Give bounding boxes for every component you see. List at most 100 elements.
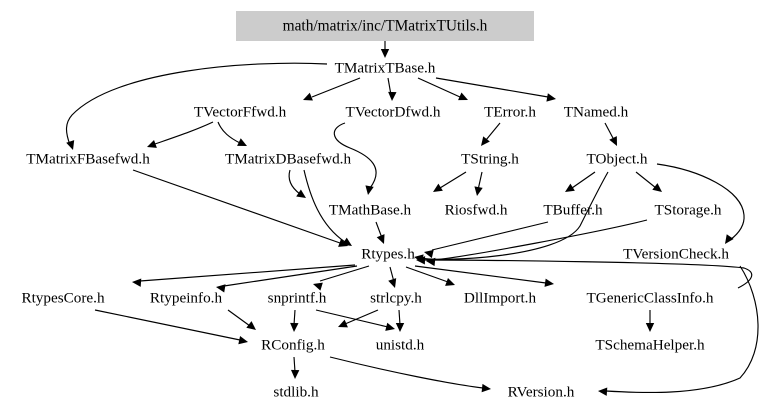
- arrow-head-icon: [380, 49, 390, 58]
- arrow-head-icon: [388, 278, 397, 288]
- arrow-head-icon: [481, 136, 490, 146]
- node-TMatrixTBase[interactable]: TMatrixTBase.h: [335, 59, 436, 76]
- node-label-strlcpy: strlcpy.h: [370, 289, 422, 306]
- node-label-TSchemaHelper: TSchemaHelper.h: [595, 336, 705, 353]
- node-label-stdlib: stdlib.h: [273, 383, 319, 400]
- arrow-head-icon: [376, 234, 385, 244]
- node-RVersion[interactable]: RVersion.h: [508, 383, 575, 400]
- node-label-RConfig: RConfig.h: [261, 336, 325, 353]
- node-Riosfwd[interactable]: Riosfwd.h: [445, 201, 508, 218]
- node-DllImport[interactable]: DllImport.h: [464, 289, 537, 306]
- node-unistd[interactable]: unistd.h: [376, 336, 425, 353]
- node-label-TMatrixTBase: TMatrixTBase.h: [335, 59, 436, 76]
- node-label-TVersionCheck: TVersionCheck.h: [623, 245, 729, 262]
- arrow-head-icon: [544, 278, 554, 287]
- node-TMathBase[interactable]: TMathBase.h: [329, 201, 412, 218]
- arrow-head-icon: [395, 323, 405, 332]
- node-TError[interactable]: TError.h: [484, 103, 536, 120]
- edge-TMatrixTBase-to-TVectorFfwd: [303, 77, 361, 101]
- edge-TMatrixFBasefwd-to-Rtypes: [132, 169, 348, 247]
- node-TNamed[interactable]: TNamed.h: [564, 103, 629, 120]
- edge-snprintf-to-unistd: [315, 309, 395, 331]
- edge-TObject-to-TBuffer: [565, 171, 596, 192]
- node-label-Rtypeinfo: Rtypeinfo.h: [150, 289, 223, 306]
- edge-TError-to-TString: [481, 122, 501, 146]
- edge-TMatrixTBase-to-TVectorDfwd: [387, 77, 397, 101]
- node-TObject[interactable]: TObject.h: [587, 150, 648, 167]
- edge-strlcpy-to-unistd: [395, 309, 405, 332]
- arrow-head-icon: [132, 278, 142, 287]
- node-TString[interactable]: TString.h: [461, 150, 519, 167]
- arrow-head-icon: [66, 140, 75, 150]
- edge-Rtypes-to-TGenericClassInfo: [414, 265, 554, 287]
- arrow-head-icon: [342, 237, 352, 246]
- node-TGenericClassInfo[interactable]: TGenericClassInfo.h: [587, 289, 714, 306]
- edge-TString-to-Riosfwd: [474, 171, 483, 196]
- edge-Rtypes-to-DllImport: [405, 266, 455, 286]
- node-TVersionCheck[interactable]: TVersionCheck.h: [623, 245, 729, 262]
- edge-TMatrixTBase-to-TError: [417, 77, 468, 101]
- arrow-head-icon: [237, 138, 247, 146]
- node-Rtypes[interactable]: Rtypes.h: [361, 245, 415, 262]
- node-TMatrixFBasefwd[interactable]: TMatrixFBasefwd.h: [26, 150, 150, 167]
- arrow-head-icon: [238, 336, 248, 345]
- edge-TMatrixDBasefwd-to-Rtypes: [303, 169, 352, 246]
- node-TVectorFfwd[interactable]: TVectorFfwd.h: [194, 103, 287, 120]
- node-label-DllImport: DllImport.h: [464, 289, 537, 306]
- node-label-TString: TString.h: [461, 150, 519, 167]
- node-TMatrixDBasefwd[interactable]: TMatrixDBasefwd.h: [225, 150, 352, 167]
- edge-root-to-TMatrixTBase: [380, 41, 390, 58]
- arrow-head-icon: [609, 136, 617, 146]
- edge-TMatrixTBase-to-TMatrixFBasefwd: [65, 62, 328, 150]
- edge-Rtypes-to-RtypesCore: [132, 264, 356, 287]
- edge-TVectorFfwd-to-TMatrixFBasefwd: [147, 121, 214, 148]
- edge-strlcpy-to-RConfig: [338, 309, 379, 328]
- arrow-head-icon: [385, 322, 395, 331]
- arrow-head-icon: [388, 91, 397, 101]
- arrow-head-icon: [474, 186, 483, 196]
- edge-TMatrixDBasefwd-to-TMathBase: [288, 169, 306, 198]
- node-stdlib[interactable]: stdlib.h: [273, 383, 319, 400]
- node-root[interactable]: math/matrix/inc/TMatrixTUtils.h: [236, 11, 534, 41]
- node-TSchemaHelper[interactable]: TSchemaHelper.h: [595, 336, 705, 353]
- edge-TNamed-to-TObject: [604, 122, 617, 146]
- arrow-head-icon: [598, 387, 608, 396]
- edge-TString-to-TMathBase: [433, 171, 467, 192]
- arrow-head-icon: [338, 319, 348, 328]
- node-Rtypeinfo[interactable]: Rtypeinfo.h: [150, 289, 223, 306]
- node-RtypesCore[interactable]: RtypesCore.h: [21, 289, 105, 306]
- edge-TVersionCheck-to-RVersion: [598, 265, 759, 396]
- node-label-TStorage: TStorage.h: [654, 201, 721, 218]
- node-TStorage[interactable]: TStorage.h: [654, 201, 721, 218]
- edge-RConfig-to-RVersion: [329, 356, 491, 393]
- arrow-head-icon: [416, 256, 426, 265]
- arrow-head-icon: [147, 139, 157, 148]
- edge-TVectorFfwd-to-TMatrixDBasefwd: [217, 121, 247, 146]
- node-label-TMatrixDBasefwd: TMatrixDBasefwd.h: [225, 150, 352, 167]
- node-label-TVectorDfwd: TVectorDfwd.h: [346, 103, 441, 120]
- node-label-TNamed: TNamed.h: [564, 103, 629, 120]
- edge-TGenericClassInfo-to-TSchemaHelper: [645, 310, 655, 332]
- node-strlcpy[interactable]: strlcpy.h: [370, 289, 422, 306]
- edge-TMathBase-to-Rtypes: [375, 221, 385, 244]
- arrow-head-icon: [565, 183, 575, 192]
- node-label-RtypesCore: RtypesCore.h: [21, 289, 105, 306]
- edge-Rtypes-to-strlcpy: [388, 266, 397, 288]
- nodes-layer: math/matrix/inc/TMatrixTUtils.hTMatrixTB…: [21, 11, 729, 400]
- node-TVectorDfwd[interactable]: TVectorDfwd.h: [346, 103, 441, 120]
- arrow-head-icon: [433, 183, 443, 192]
- edge-Rtypes-to-Rtypeinfo: [216, 265, 358, 293]
- edge-Rtypes-to-snprintf: [313, 265, 370, 291]
- node-RConfig[interactable]: RConfig.h: [261, 336, 325, 353]
- node-label-snprintf: snprintf.h: [268, 289, 327, 306]
- node-label-RVersion: RVersion.h: [508, 383, 575, 400]
- edge-TMatrixTBase-to-TNamed: [435, 77, 556, 102]
- node-TBuffer[interactable]: TBuffer.h: [543, 201, 603, 218]
- node-snprintf[interactable]: snprintf.h: [268, 289, 327, 306]
- edge-RConfig-to-stdlib: [290, 356, 300, 379]
- edge-TObject-to-TStorage: [635, 171, 662, 192]
- arrow-head-icon: [725, 234, 734, 244]
- edge-Rtypeinfo-to-RConfig: [227, 309, 256, 330]
